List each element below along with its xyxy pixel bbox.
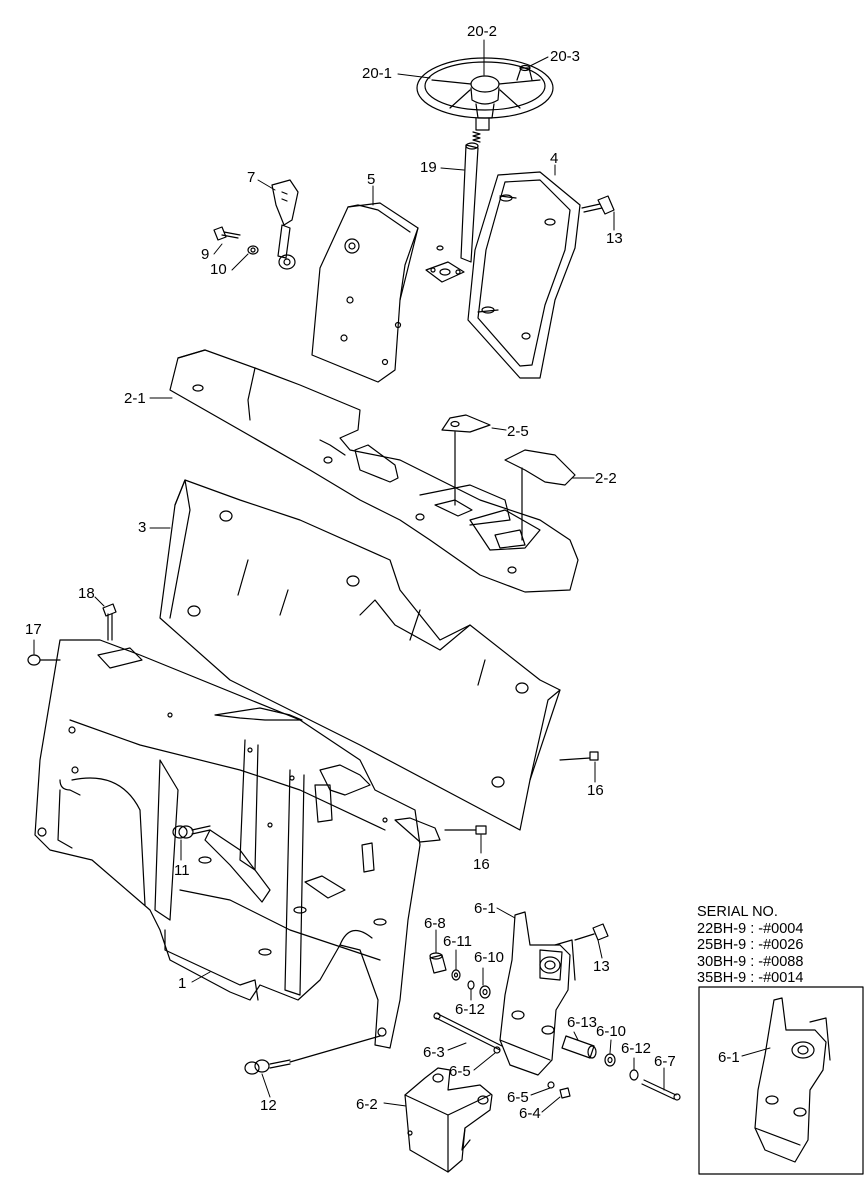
washer-6-11 <box>451 969 461 981</box>
label-9: 9 <box>201 246 210 263</box>
label-2-2: 2-2 <box>595 470 617 487</box>
label-6-1: 6-1 <box>474 900 496 917</box>
label-5: 5 <box>367 171 376 188</box>
bracket-6-2 <box>404 1067 493 1173</box>
label-6-13: 6-13 <box>567 1014 598 1031</box>
label-17: 17 <box>25 621 42 638</box>
label-6-12-lower: 6-12 <box>621 1040 652 1057</box>
serial-row: 35BH-9 : -#0014 <box>697 970 804 986</box>
panel-2-1 <box>169 349 579 593</box>
label-4: 4 <box>550 150 559 167</box>
cap-2-2 <box>504 449 576 541</box>
bracket-6-1 <box>499 911 576 1076</box>
label-13-lower: 13 <box>593 958 610 975</box>
cover-5 <box>311 202 419 383</box>
serial-row: 22BH-9 : -#0004 <box>697 920 804 937</box>
washer-6-10-upper <box>479 985 491 999</box>
bolt-16-upper <box>559 751 599 761</box>
label-6-2: 6-2 <box>356 1096 378 1113</box>
steering-column <box>425 117 490 283</box>
label-6-10-upper: 6-10 <box>474 949 505 966</box>
label-18: 18 <box>78 585 95 602</box>
main-frame <box>34 639 441 1049</box>
bolt-11 <box>172 825 211 839</box>
label-2-5: 2-5 <box>507 423 529 440</box>
bolt-16-lower <box>444 825 487 835</box>
serial-title: SERIAL NO. <box>697 904 778 920</box>
label-6-12-upper: 6-12 <box>455 1001 486 1018</box>
panel-3 <box>159 479 561 831</box>
label-6-5-b: 6-5 <box>507 1089 529 1106</box>
pin-6-3 <box>433 1012 503 1051</box>
label-6-10-lower: 6-10 <box>596 1023 627 1040</box>
label-6-11: 6-11 <box>443 933 472 950</box>
lever-assembly <box>213 179 299 270</box>
pin-6-13 <box>561 1035 597 1059</box>
steering-wheel <box>416 57 554 119</box>
leader-lines <box>33 39 771 1113</box>
washer-6-12-lower <box>629 1069 639 1081</box>
label-6-8: 6-8 <box>424 915 446 932</box>
nut-17 <box>27 654 61 666</box>
label-20-3: 20-3 <box>550 48 581 65</box>
washer-6-10-lower <box>604 1053 616 1067</box>
nut-6-4 <box>559 1087 571 1099</box>
label-16-lower: 16 <box>473 856 490 873</box>
label-10: 10 <box>210 261 227 278</box>
inset-box <box>698 986 864 1175</box>
bolt-12 <box>244 1035 381 1075</box>
bolt-13-lower <box>574 923 609 941</box>
label-11: 11 <box>174 862 190 879</box>
serial-row: 30BH-9 : -#0088 <box>697 953 804 970</box>
washer-6-5-b <box>547 1081 555 1089</box>
serial-number-legend: SERIAL NO. 22BH-9 : -#0004 25BH-9 : -#00… <box>697 904 803 987</box>
bolt-18 <box>102 603 117 641</box>
label-1: 1 <box>178 975 187 992</box>
label-6-7: 6-7 <box>654 1053 676 1070</box>
cover-4 <box>467 171 581 379</box>
cap-2-5 <box>441 414 491 506</box>
washer-6-5-a <box>493 1046 501 1054</box>
label-7: 7 <box>247 169 256 186</box>
label-12: 12 <box>260 1097 277 1114</box>
label-20-1: 20-1 <box>362 65 393 82</box>
label-13-upper: 13 <box>606 230 623 247</box>
serial-row: 25BH-9 : -#0026 <box>697 937 804 953</box>
label-19: 19 <box>420 159 437 176</box>
label-6-1-inset: 6-1 <box>718 1049 740 1066</box>
bushing-6-8 <box>429 952 447 974</box>
label-3: 3 <box>138 519 147 536</box>
label-20-2: 20-2 <box>467 23 498 40</box>
label-2-1: 2-1 <box>124 390 146 407</box>
label-6-3: 6-3 <box>423 1044 445 1061</box>
inset-bracket-6-1 <box>754 997 831 1163</box>
label-6-5-a: 6-5 <box>449 1063 471 1080</box>
label-6-4: 6-4 <box>519 1105 541 1122</box>
washer-6-12-upper <box>467 980 475 990</box>
label-16-upper: 16 <box>587 782 604 799</box>
pin-6-7 <box>641 1079 681 1101</box>
bolt-13-upper <box>581 195 615 215</box>
